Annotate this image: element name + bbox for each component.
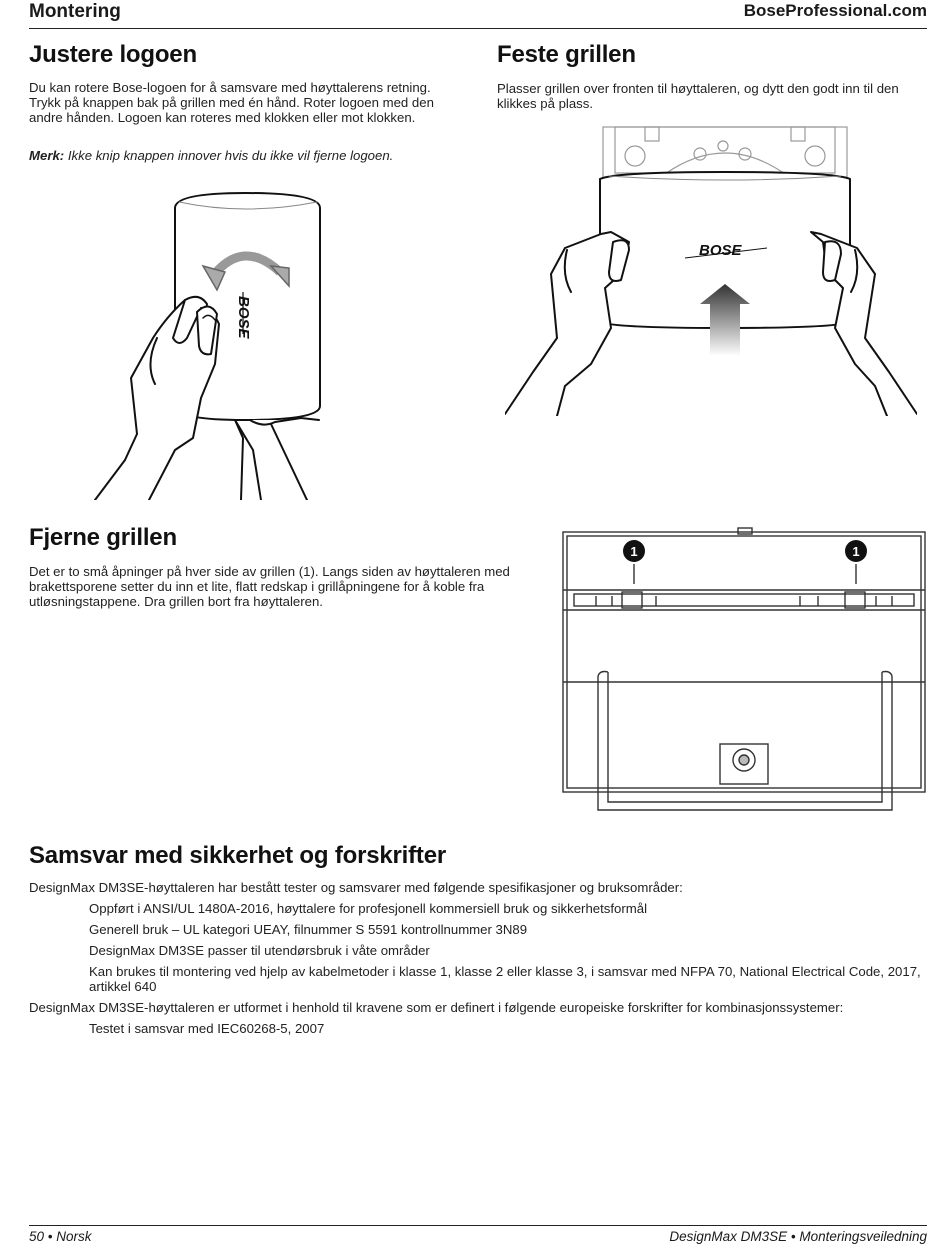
- site-name: BoseProfessional.com: [743, 1, 927, 20]
- svg-text:1: 1: [630, 544, 637, 559]
- page-number: 50 • Norsk: [29, 1229, 92, 1244]
- page-footer: 50 • Norsk DesignMax DM3SE • Monteringsv…: [29, 1225, 927, 1248]
- note-text: Ikke knip knappen innover hvis du ikke v…: [67, 148, 394, 163]
- attach-grille-illustration: BOSE: [505, 126, 917, 416]
- remove-grille-illustration: 1 1: [562, 527, 926, 811]
- compliance-item: DesignMax DM3SE passer til utendørsbruk …: [89, 943, 430, 958]
- compliance-item: Kan brukes til montering ved hjelp av ka…: [89, 964, 921, 994]
- note-label: Merk:: [29, 148, 65, 163]
- bose-logo-grille: BOSE: [699, 242, 743, 259]
- compliance-item: Oppført i ANSI/UL 1480A-2016, høyttalere…: [89, 901, 648, 916]
- remove-grille-text: Det er to små åpninger på hver side av g…: [29, 564, 510, 609]
- section-title: Montering: [29, 1, 121, 22]
- callout-1-left: 1: [623, 540, 645, 562]
- rotate-logo-illustration: BOSE: [94, 192, 321, 500]
- compliance-list: DesignMax DM3SE-høyttaleren har bestått …: [29, 880, 927, 1042]
- adjust-logo-note: Merk: Ikke knip knappen innover hvis du …: [29, 148, 459, 163]
- callout-1-right: 1: [845, 540, 867, 562]
- compliance-heading: Samsvar med sikkerhet og forskrifter: [29, 842, 446, 869]
- adjust-logo-text: Du kan rotere Bose-logoen for å samsvare…: [29, 80, 434, 125]
- attach-grille-text: Plasser grillen over fronten til høyttal…: [497, 81, 899, 111]
- page-header: Montering BoseProfessional.com: [29, 0, 927, 29]
- svg-text:1: 1: [852, 544, 859, 559]
- remove-grille-heading: Fjerne grillen: [29, 524, 177, 551]
- compliance-intro: DesignMax DM3SE-høyttaleren har bestått …: [29, 880, 683, 895]
- document-title: DesignMax DM3SE • Monteringsveiledning: [669, 1229, 927, 1244]
- compliance-item: Generell bruk – UL kategori UEAY, filnum…: [89, 922, 528, 937]
- compliance-item-eu: Testet i samsvar med IEC60268-5, 2007: [89, 1021, 325, 1036]
- attach-grille-heading: Feste grillen: [497, 41, 636, 68]
- compliance-intro-eu: DesignMax DM3SE-høyttaleren er utformet …: [29, 1000, 844, 1015]
- adjust-logo-heading: Justere logoen: [29, 41, 197, 68]
